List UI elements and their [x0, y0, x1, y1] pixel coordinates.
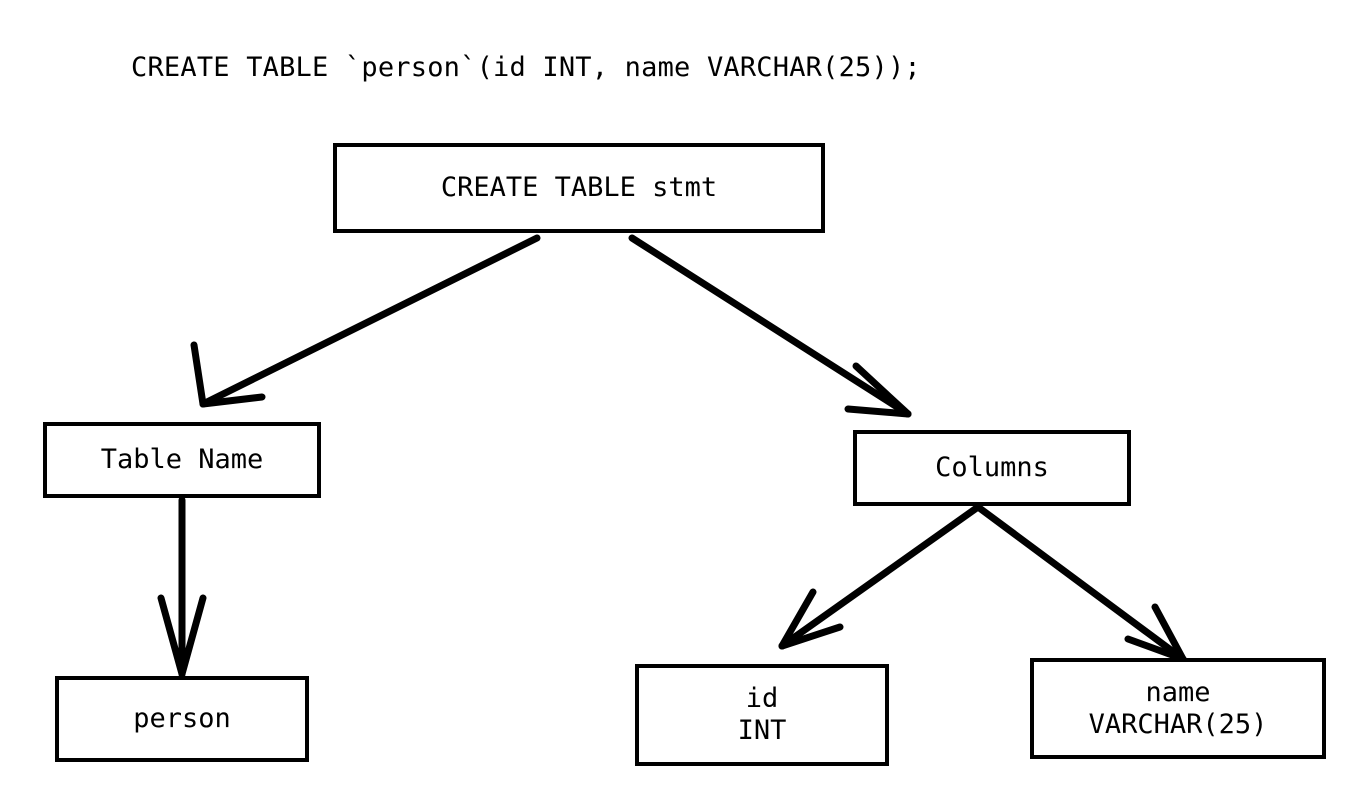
edge-root-to-columns	[628, 234, 912, 418]
edge-columns-to-id	[778, 503, 982, 650]
node-label: Table Name	[100, 444, 264, 476]
node-label: CREATE TABLE stmt	[440, 172, 718, 204]
node-column-id[interactable]: id INT	[635, 664, 889, 766]
node-label: person	[133, 703, 231, 735]
edge-root-to-table-name	[190, 234, 541, 408]
node-column-name[interactable]: name VARCHAR(25)	[1030, 658, 1326, 759]
node-columns[interactable]: Columns	[853, 430, 1131, 506]
node-person[interactable]: person	[55, 676, 309, 762]
edge-table-name-to-person	[157, 496, 207, 678]
node-create-table-stmt[interactable]: CREATE TABLE stmt	[333, 143, 825, 233]
column-name: name	[1145, 676, 1211, 708]
node-table-name[interactable]: Table Name	[43, 422, 321, 498]
node-label: Columns	[935, 452, 1049, 484]
column-type: INT	[737, 715, 787, 746]
edge-columns-to-name	[974, 503, 1187, 663]
column-name: id	[745, 683, 779, 715]
column-type: VARCHAR(25)	[1088, 708, 1268, 740]
sql-statement-caption: CREATE TABLE `person`(id INT, name VARCH…	[131, 52, 921, 83]
